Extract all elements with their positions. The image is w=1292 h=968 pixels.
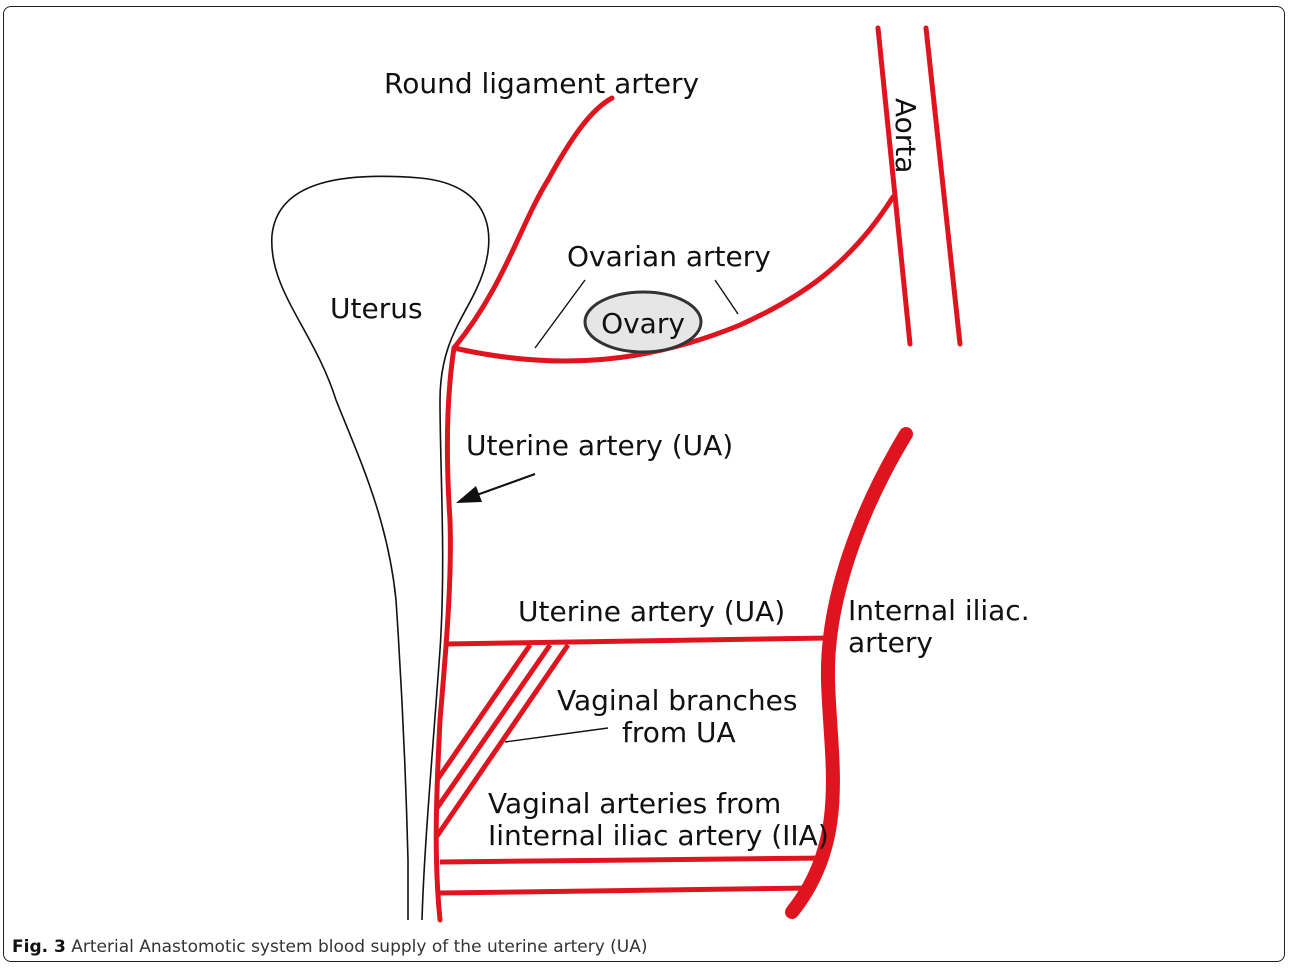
uterine-artery-branch: [444, 638, 830, 644]
label-ovary: Ovary: [601, 307, 685, 340]
label-uterus: Uterus: [330, 292, 423, 325]
uterine-artery-arrowhead: [456, 486, 482, 503]
label-round-ligament-artery: Round ligament artery: [384, 67, 699, 100]
label-internal-iliac-line2: artery: [848, 626, 933, 659]
vaginal-branch-line: [437, 645, 530, 780]
figure-caption: Fig. 3 Arterial Anastomotic system blood…: [12, 937, 648, 957]
uterine-artery-arrow-shaft: [474, 474, 535, 496]
aorta-right-wall: [926, 28, 960, 344]
aorta-left-wall: [878, 28, 910, 344]
label-uterine-artery-upper: Uterine artery (UA): [466, 429, 733, 462]
figure-caption-label: Fig. 3: [12, 937, 66, 957]
label-internal-iliac-line1: Internal iliac.: [848, 594, 1030, 627]
figure-caption-text: Arterial Anastomotic system blood supply…: [71, 937, 647, 957]
label-vaginal-branches-line2: from UA: [622, 716, 736, 749]
label-vaginal-arteries-line1: Vaginal arteries from: [488, 787, 781, 820]
vaginal-branch-line: [437, 645, 550, 808]
label-vaginal-arteries-line2: Iinternal iliac artery (IIA): [488, 819, 829, 852]
ovarian-leader-right: [715, 280, 738, 314]
label-vaginal-branches-line1: Vaginal branches: [557, 684, 797, 717]
ovarian-leader-left: [535, 280, 585, 348]
vaginal-branches-leader: [505, 728, 608, 742]
vaginal-artery-line: [440, 858, 828, 862]
label-ovarian-artery: Ovarian artery: [567, 240, 771, 273]
label-uterine-artery-lower: Uterine artery (UA): [518, 595, 785, 628]
vaginal-artery-line: [440, 888, 810, 893]
label-aorta: Aorta: [889, 98, 922, 173]
